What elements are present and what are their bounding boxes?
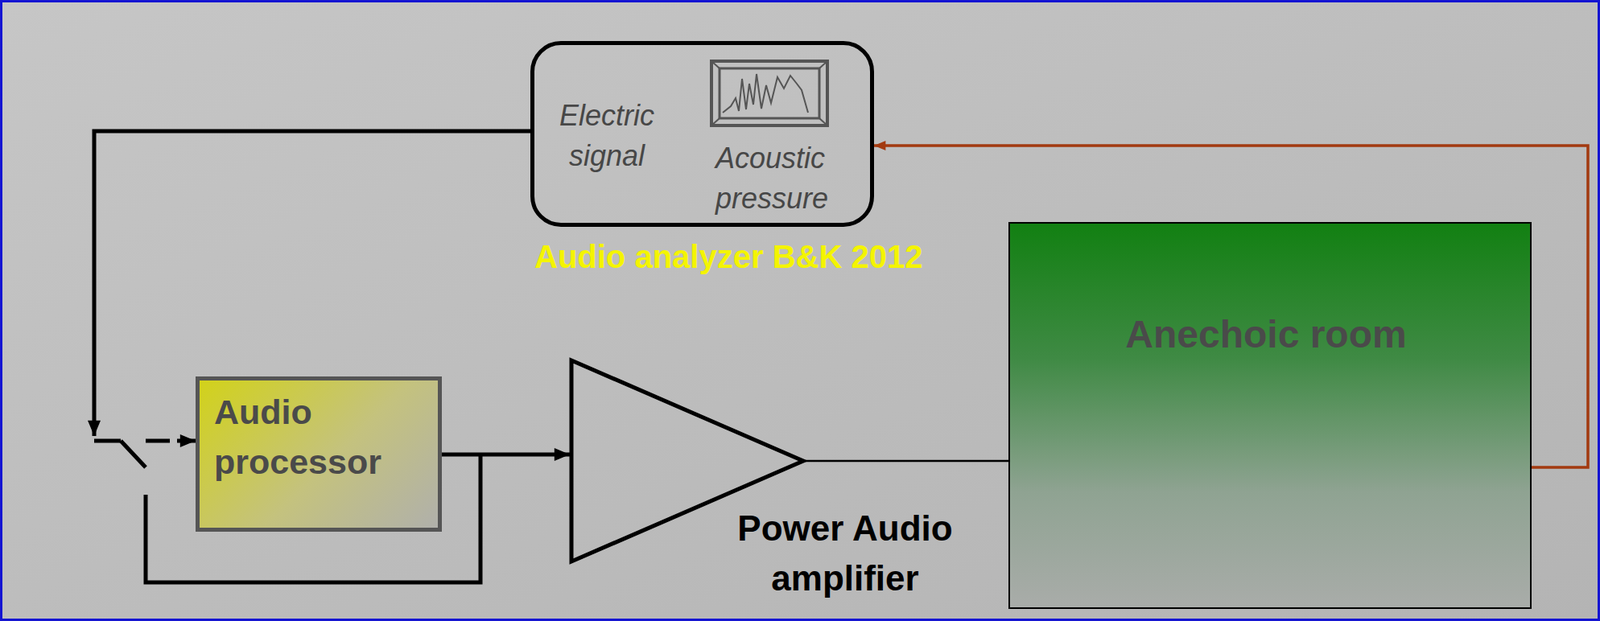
input-label: Electric signal <box>542 95 672 177</box>
connector-segment <box>803 460 1009 463</box>
analyzer-box: Electric signalAcoustic pressureAudio an… <box>530 41 875 227</box>
box-label: Audio processor <box>214 387 432 487</box>
device-title: Audio analyzer B&K 2012 <box>534 238 872 276</box>
process-box: Audio processor <box>195 376 442 532</box>
screen-icon <box>711 61 828 126</box>
signal-connector <box>441 454 570 456</box>
room-region: Anechoic room <box>1008 222 1532 610</box>
amplifier-triangle: Power Audio amplifier <box>569 358 804 564</box>
connector-segment <box>441 453 570 458</box>
amplifier-label: Power Audio amplifier <box>708 503 982 604</box>
connector-segment <box>145 439 196 444</box>
region-label: Anechoic room <box>1010 312 1522 358</box>
input-label: Acoustic pressure <box>715 138 865 219</box>
